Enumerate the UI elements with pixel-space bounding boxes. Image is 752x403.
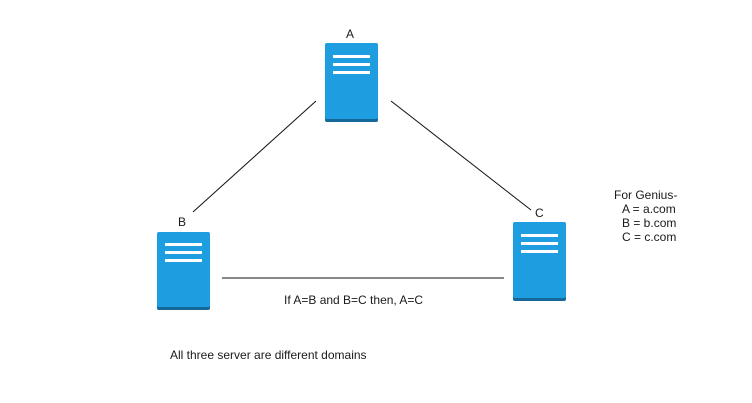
edge-label: If A=B and B=C then, A=C	[284, 293, 424, 307]
server-a-icon	[325, 43, 378, 122]
legend-item-a: A = a.com	[622, 202, 676, 216]
legend-title: For Genius-	[614, 188, 678, 202]
caption: All three server are different domains	[170, 348, 367, 362]
node-label-a: A	[346, 27, 355, 41]
node-label-b: B	[178, 215, 187, 229]
edge-a-b	[192, 100, 317, 213]
node-label-c: C	[535, 206, 544, 220]
server-c-icon	[513, 222, 566, 301]
edge-a-c	[390, 100, 532, 211]
domain-legend: For Genius- A = a.com B = b.com C = c.co…	[614, 188, 677, 244]
legend-item-b: B = b.com	[622, 216, 677, 230]
legend-item-c: C = c.com	[622, 230, 677, 244]
server-b-icon	[157, 232, 210, 310]
